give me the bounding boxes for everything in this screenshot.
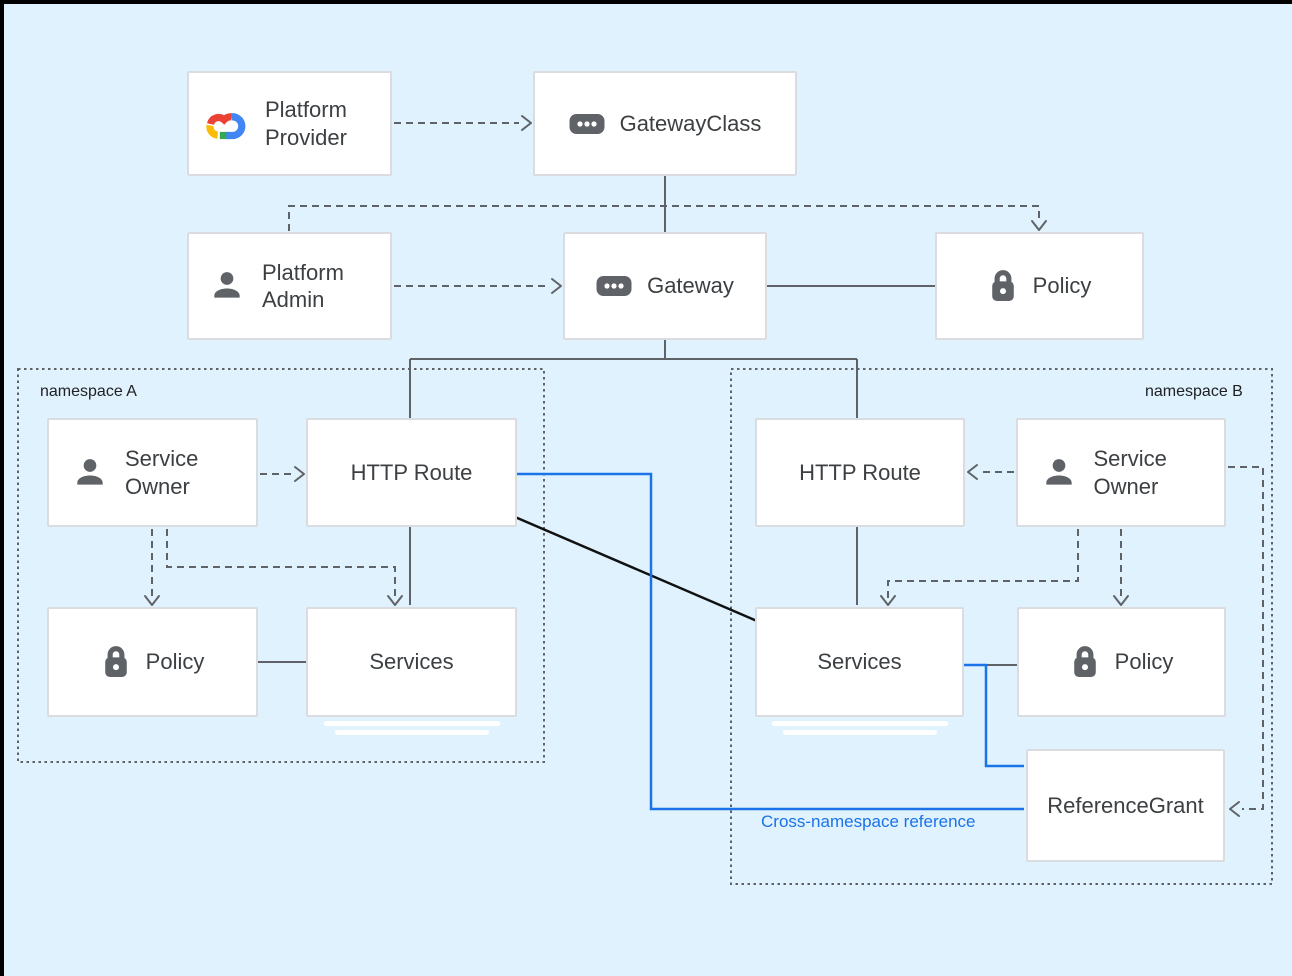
node-policy-top: Policy	[935, 232, 1144, 340]
services-b-label: Services	[817, 649, 902, 675]
line-gateway-httproutes-services	[409, 340, 858, 605]
services-a-label: Services	[369, 649, 454, 675]
gateway-label: Gateway	[647, 273, 734, 299]
node-platform-provider: Platform Provider	[187, 71, 392, 176]
node-services-b: Services	[755, 607, 964, 717]
node-service-owner-b: Service Owner	[1016, 418, 1226, 527]
blue-line-httproute-a-referencegrant	[517, 472, 1024, 811]
person-icon	[70, 453, 110, 493]
dash-owner-b-services-b	[887, 529, 1079, 599]
arrowhead-down-services-b	[880, 595, 896, 606]
line-httproute-a-services-b	[514, 515, 758, 623]
arrowhead-down-policy-a	[144, 595, 160, 606]
connector-lines	[17, 115, 1273, 885]
lock-icon	[988, 267, 1018, 305]
dash-owner-a-services-a	[166, 529, 396, 599]
arrowhead-down-policy-b	[1113, 595, 1129, 606]
blue-line-services-b-referencegrant	[964, 663, 1024, 768]
arrowhead-down-services-a	[387, 595, 403, 606]
node-platform-admin: Platform Admin	[187, 232, 392, 340]
node-gatewayclass: GatewayClass	[533, 71, 797, 176]
platform-admin-label: Platform Admin	[262, 259, 344, 313]
arrowhead-right-gateway	[551, 278, 562, 294]
gateway-chip-icon	[596, 275, 632, 297]
node-referencegrant: ReferenceGrant	[1026, 749, 1225, 862]
gatewayclass-chip-icon	[569, 113, 605, 135]
platform-provider-label: Platform Provider	[265, 97, 347, 150]
services-a-stack-sheet	[335, 730, 489, 735]
http-route-a-label: HTTP Route	[350, 459, 473, 485]
referencegrant-label: ReferenceGrant	[1047, 792, 1204, 818]
services-b-stack-sheet	[783, 730, 937, 735]
arrowhead-right-gatewayclass	[521, 115, 532, 131]
namespace-b-border	[730, 368, 1273, 885]
lock-icon	[101, 643, 131, 681]
arrowhead-down-policy-top	[1031, 220, 1047, 231]
dash-owner-b-referencegrant	[1228, 466, 1264, 810]
person-icon	[1039, 453, 1079, 493]
policy-top-label: Policy	[1032, 273, 1092, 299]
google-cloud-icon	[204, 105, 250, 143]
gatewayclass-label: GatewayClass	[619, 110, 762, 136]
arrowhead-left-httproute-b	[967, 464, 978, 480]
services-a-stack-sheet	[324, 721, 500, 726]
lock-icon	[1070, 643, 1100, 681]
node-service-owner-a: Service Owner	[47, 418, 258, 527]
policy-b-label: Policy	[1114, 649, 1174, 675]
service-owner-b-label: Service Owner	[1093, 446, 1167, 499]
node-policy-a: Policy	[47, 607, 258, 717]
arrowhead-left-referencegrant	[1229, 801, 1240, 817]
http-route-b-label: HTTP Route	[799, 459, 921, 485]
node-http-route-b: HTTP Route	[755, 418, 965, 527]
namespace-a-label: namespace A	[40, 383, 137, 400]
cross-namespace-reference-label: Cross-namespace reference	[761, 812, 976, 831]
dash-admin-policy	[288, 205, 1040, 231]
node-http-route-a: HTTP Route	[306, 418, 517, 527]
node-services-a: Services	[306, 607, 517, 717]
namespace-b-label: namespace B	[1145, 383, 1243, 400]
policy-a-label: Policy	[145, 649, 205, 675]
services-b-stack-sheet	[772, 721, 948, 726]
namespace-a-border	[17, 368, 545, 763]
node-policy-b: Policy	[1017, 607, 1226, 717]
node-gateway: Gateway	[563, 232, 767, 340]
arrowhead-right-httproute-a	[294, 466, 305, 482]
service-owner-a-label: Service Owner	[125, 446, 199, 499]
person-icon	[207, 266, 247, 306]
